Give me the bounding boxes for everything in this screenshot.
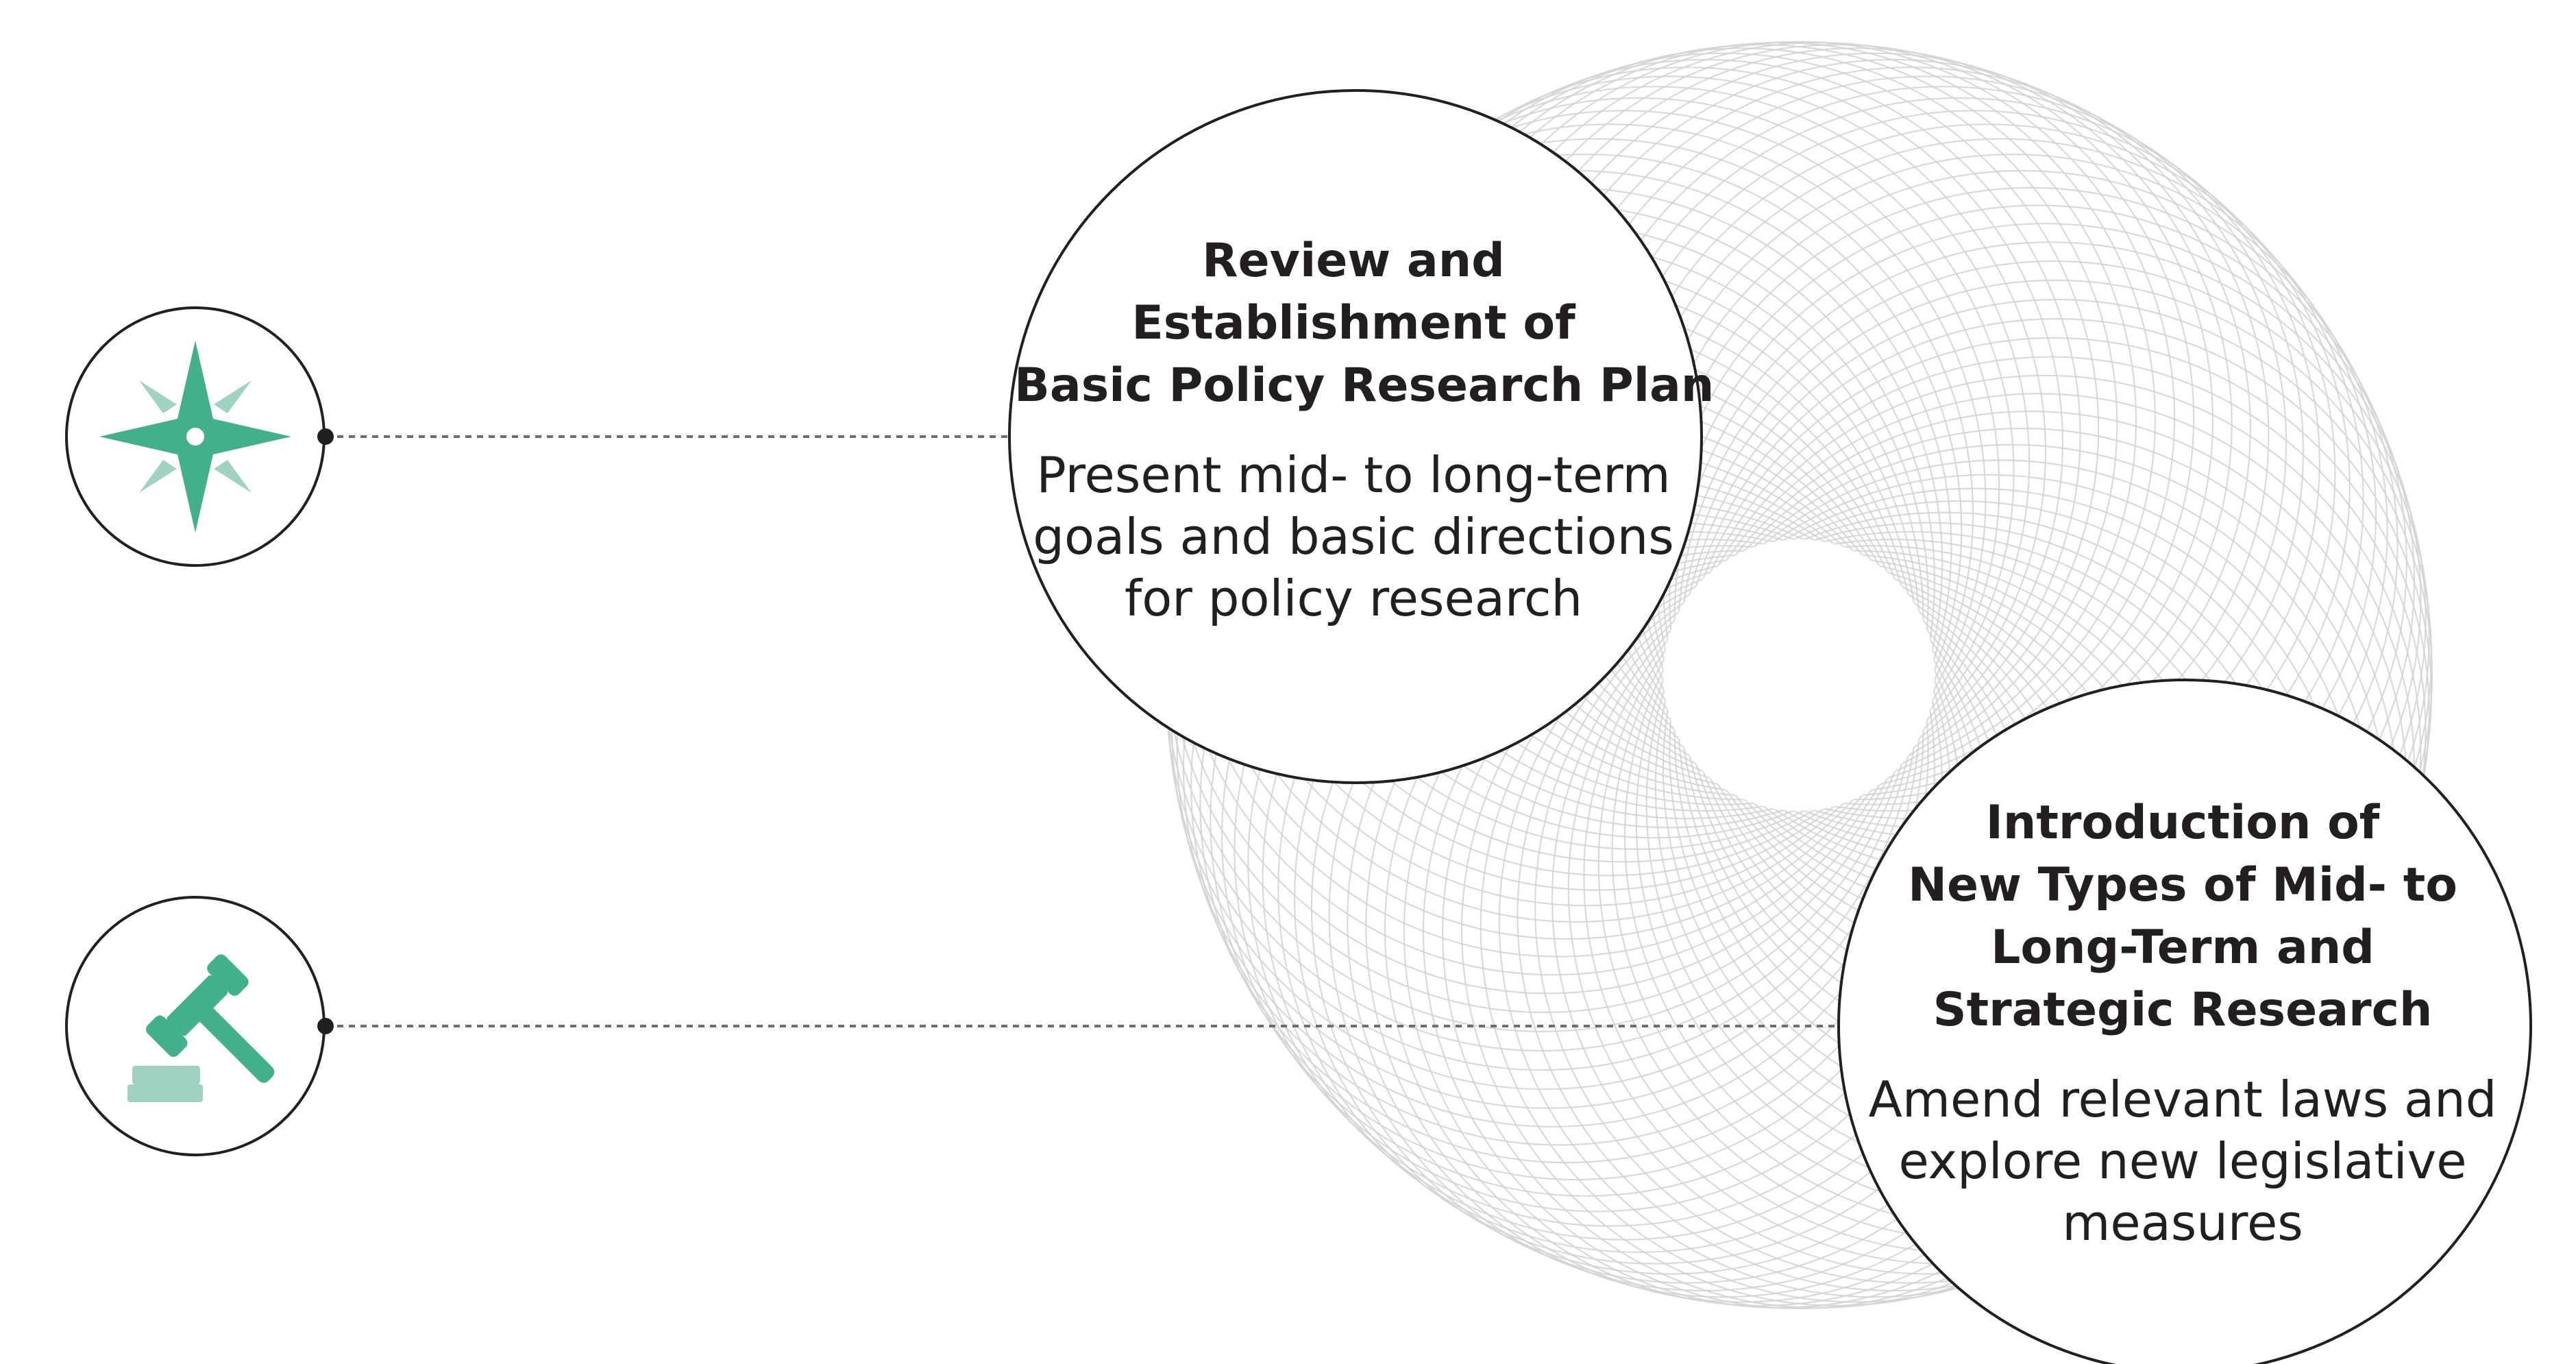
- topic-title-1-line: Establishment of: [1131, 296, 1575, 350]
- connector-dot-2: [317, 1018, 334, 1034]
- topic-description-2-line: explore new legislative: [1898, 1132, 2467, 1190]
- topic-title-2-line: Strategic Research: [1933, 983, 2433, 1037]
- icon-circle-2: [65, 896, 326, 1156]
- compass-star-icon: [99, 341, 291, 533]
- topic-text-1: Review and Establishment of Basic Policy…: [1014, 230, 1715, 629]
- gavel-icon: [127, 954, 275, 1102]
- topic-title-2-line: Long-Term and: [1991, 921, 2375, 975]
- topic-description-2: Amend relevant laws and explore new legi…: [1843, 1069, 2522, 1254]
- topic-description-2-line: Amend relevant laws and: [1868, 1071, 2497, 1128]
- topic-text-2: Introduction of New Types of Mid- to Lon…: [1843, 792, 2522, 1254]
- topic-circle-2: [1837, 679, 2532, 1364]
- topic-description-1-line: goals and basic directions: [1033, 508, 1674, 565]
- topic-title-2-line: New Types of Mid- to: [1908, 858, 2457, 912]
- topic-description-1: Present mid- to long-term goals and basi…: [1014, 444, 1693, 629]
- topic-description-1-line: Present mid- to long-term: [1036, 446, 1671, 504]
- topic-description-1-line: for policy research: [1124, 570, 1583, 627]
- guilloche-center-hole: [1663, 539, 1935, 811]
- topic-title-2-line: Introduction of: [1985, 796, 2380, 850]
- topic-title-1-line: Review and: [1202, 234, 1505, 288]
- topic-title-1-line: Basic Policy Research Plan: [1014, 358, 1715, 413]
- connector-dot-1: [317, 428, 334, 445]
- topic-title-2: Introduction of New Types of Mid- to Lon…: [1843, 792, 2522, 1041]
- topic-circle-1: [1008, 89, 1703, 784]
- topic-title-1: Review and Establishment of Basic Policy…: [1014, 230, 1715, 417]
- topic-description-2-line: measures: [2062, 1194, 2303, 1252]
